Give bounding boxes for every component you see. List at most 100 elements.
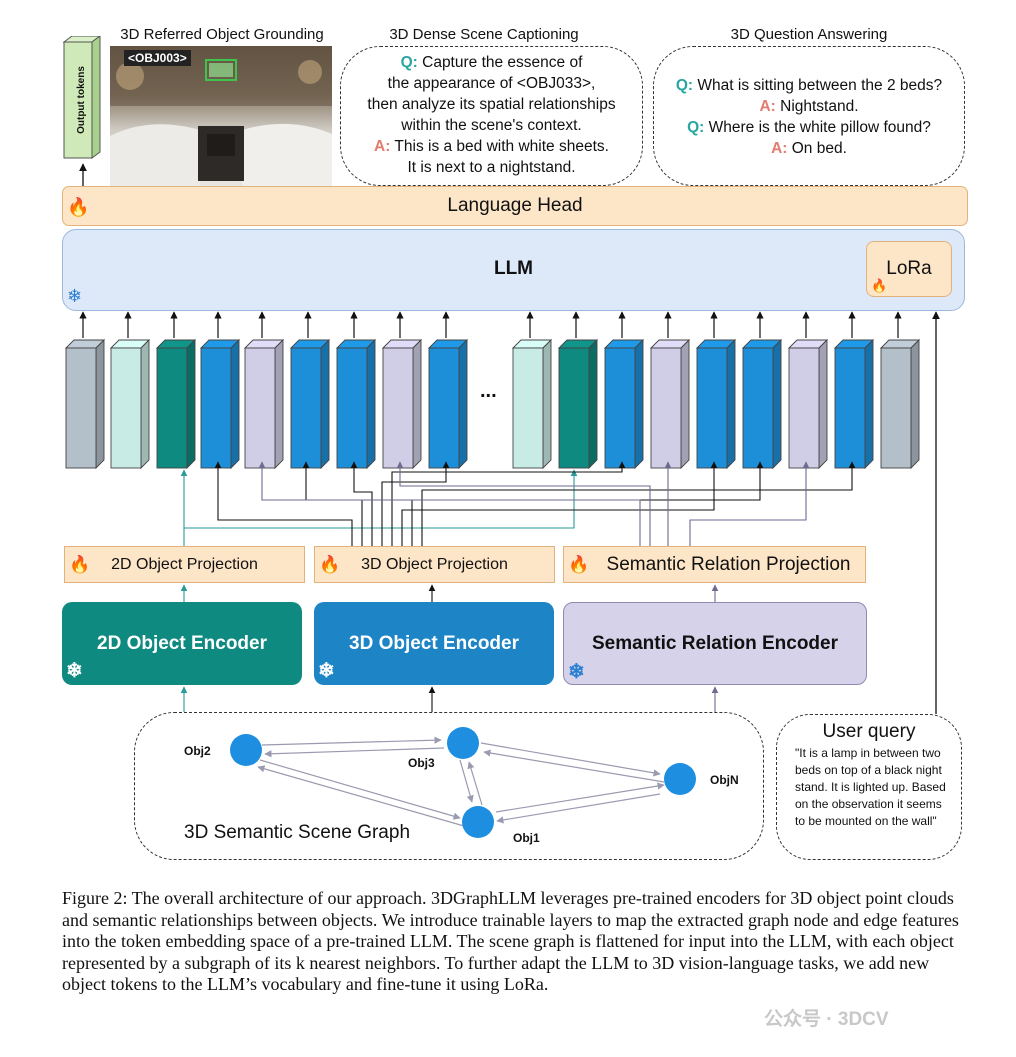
token-side	[910, 338, 920, 470]
caption-q-line1: Capture the essence of	[422, 54, 583, 71]
token-block	[696, 347, 728, 469]
projection-3d-label: 3D Object Projection	[361, 555, 508, 573]
caption-q-line3: then analyze its spatial relationships	[367, 96, 616, 113]
fire-icon: 🔥	[67, 197, 90, 217]
fire-icon: 🔥	[568, 555, 590, 574]
qa-a1-prefix: A:	[759, 98, 776, 115]
user-query-box: User query "It is a lamp in between two …	[776, 714, 962, 860]
projection-2d: 🔥 2D Object Projection	[64, 546, 305, 583]
token-side	[542, 338, 552, 470]
user-query-text: "It is a lamp in between two beds on top…	[795, 746, 946, 828]
token-side	[230, 338, 240, 470]
token-side	[274, 338, 284, 470]
language-head-label: Language Head	[447, 195, 583, 216]
qa-a1: Nightstand.	[780, 98, 859, 115]
snowflake-icon: ❄	[318, 660, 335, 682]
token-side	[726, 338, 736, 470]
watermark: 公众号 · 3DCV	[764, 1009, 889, 1030]
language-head: Language Head 🔥	[62, 186, 968, 226]
token-block	[110, 347, 142, 469]
token-block	[558, 347, 590, 469]
projection-connector	[214, 461, 353, 546]
projection-semantic-label: Semantic Relation Projection	[606, 553, 851, 575]
projection-connector	[411, 461, 764, 546]
projection-semantic: 🔥 Semantic Relation Projection	[563, 546, 866, 583]
ellipsis: ...	[480, 380, 497, 402]
token-side	[366, 338, 376, 470]
encoder-3d-label: 3D Object Encoder	[349, 632, 519, 654]
caption-q-line4: within the scene's context.	[401, 117, 582, 134]
token-block	[788, 347, 820, 469]
lora-block: LoRa 🔥	[866, 241, 952, 297]
caption-q-line2: the appearance of <OBJ033>,	[387, 75, 596, 92]
graph-label-obj3: Obj3	[408, 756, 435, 770]
token-block	[742, 347, 774, 469]
caption-a-line1: This is a bed with white sheets.	[394, 138, 609, 155]
token-block	[336, 347, 368, 469]
qa-q2-prefix: Q:	[687, 119, 705, 136]
qa-q1: What is sitting between the 2 beds?	[697, 77, 943, 94]
token-side	[818, 338, 828, 470]
projection-connector	[391, 461, 626, 546]
projection-connector	[421, 461, 856, 546]
token-side	[772, 338, 782, 470]
graph-node-objn	[664, 763, 696, 795]
token-block	[428, 347, 460, 469]
scene-graph-label: 3D Semantic Scene Graph	[184, 822, 411, 843]
token-side	[458, 338, 468, 470]
graph-label-obj1: Obj1	[513, 831, 540, 845]
llm-label: LLM	[493, 258, 534, 279]
encoder-semantic-label: Semantic Relation Encoder	[591, 632, 838, 654]
projection-connector	[258, 461, 641, 546]
projection-connector	[401, 461, 718, 546]
token-side	[95, 338, 105, 470]
token-block	[604, 347, 636, 469]
captioning-bubble: Q: Capture the essence of the appearance…	[340, 46, 643, 186]
qa-a2-prefix: A:	[771, 140, 788, 157]
projection-connector	[184, 469, 578, 529]
token-side	[680, 338, 690, 470]
token-side	[634, 338, 644, 470]
token-block	[382, 347, 414, 469]
encoder-2d: 2D Object Encoder ❄	[62, 602, 302, 685]
qa-q2: Where is the white pillow found?	[708, 119, 931, 136]
scene-image: <OBJ003>	[110, 46, 332, 186]
graph-label-obj2: Obj2	[184, 744, 211, 758]
graph-node-obj3	[447, 727, 479, 759]
output-tokens-block	[62, 36, 101, 159]
graph-node-obj1	[462, 806, 494, 838]
grounding-title: 3D Referred Object Grounding	[120, 26, 324, 43]
token-side	[864, 338, 874, 470]
token-block	[290, 347, 322, 469]
caption-q-prefix: Q:	[400, 54, 418, 71]
snowflake-icon: ❄	[568, 661, 585, 683]
snowflake-icon: ❄	[67, 286, 83, 306]
token-side	[140, 338, 150, 470]
graph-node-obj2	[230, 734, 262, 766]
token-block	[244, 347, 276, 469]
projection-2d-label: 2D Object Projection	[111, 555, 258, 573]
token-block	[880, 347, 912, 469]
figure-caption: Figure 2: The overall architecture of ou…	[62, 888, 959, 994]
fire-icon: 🔥	[319, 555, 341, 574]
caption-a-prefix: A:	[374, 138, 391, 155]
token-side	[186, 338, 196, 470]
fire-icon: 🔥	[69, 555, 91, 574]
token-block	[200, 347, 232, 469]
token-block	[834, 347, 866, 469]
snowflake-icon: ❄	[66, 660, 83, 682]
projection-connector	[396, 461, 651, 546]
token-side	[320, 338, 330, 470]
token-side	[588, 338, 598, 470]
qa-a2: On bed.	[791, 140, 847, 157]
projection-connector	[689, 461, 810, 546]
encoder-semantic: Semantic Relation Encoder ❄	[563, 602, 867, 685]
token-side	[412, 338, 422, 470]
lora-label: LoRa	[886, 258, 932, 279]
scene-illustration	[110, 46, 332, 186]
token-block	[650, 347, 682, 469]
qa-bubble: Q: What is sitting between the 2 beds? A…	[653, 46, 965, 186]
